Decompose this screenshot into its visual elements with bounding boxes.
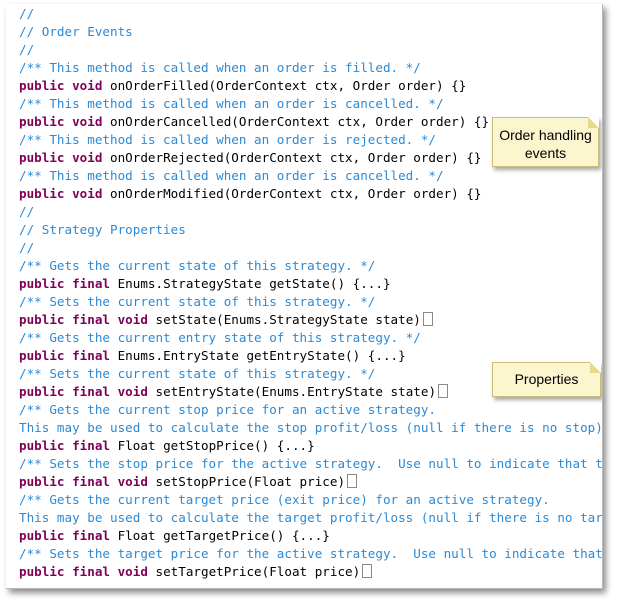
comment-text: /** This method is called when an order … bbox=[19, 132, 437, 147]
order-events-callout: Order handling events bbox=[492, 117, 599, 167]
comment-line[interactable]: /** This method is called when an order … bbox=[19, 59, 602, 77]
keyword-text: public final void bbox=[19, 384, 148, 399]
comment-line[interactable]: // bbox=[19, 5, 602, 23]
code-listing: // // Order Events // /** This method is ca… bbox=[19, 5, 603, 581]
comment-line[interactable]: /** This method is called when an order … bbox=[19, 131, 602, 149]
code-line[interactable]: public void onOrderCancelled(OrderContex… bbox=[19, 113, 602, 131]
keyword-text: public final bbox=[19, 528, 110, 543]
code-line[interactable]: public final void setState(Enums.Strateg… bbox=[19, 311, 602, 329]
code-text: Float getStopPrice() {...} bbox=[110, 438, 315, 453]
keyword-text: public final bbox=[19, 348, 110, 363]
comment-line[interactable]: /** Sets the stop price for the active s… bbox=[19, 455, 603, 473]
callout-fold-corner bbox=[588, 117, 599, 128]
keyword-text: public void bbox=[19, 114, 103, 129]
comment-text: // Strategy Properties bbox=[19, 222, 186, 237]
comment-line[interactable]: /** Gets the current state of this strat… bbox=[19, 257, 602, 275]
comment-line[interactable]: // bbox=[19, 203, 602, 221]
code-line[interactable]: public final Enums.EntryState getEntrySt… bbox=[19, 347, 602, 365]
comment-text: /** This method is called when an order … bbox=[19, 96, 444, 111]
comment-line[interactable]: // Order Events bbox=[19, 23, 602, 41]
comment-text: // bbox=[19, 240, 35, 255]
collapsed-block-icon[interactable] bbox=[422, 312, 433, 326]
comment-line[interactable]: /** Gets the current entry state of this… bbox=[19, 329, 602, 347]
comment-text: /** This method is called when an order … bbox=[19, 60, 421, 75]
comment-line[interactable]: This may be used to calculate the target… bbox=[19, 509, 603, 527]
code-line[interactable]: public final void setStopPrice(Float pri… bbox=[19, 473, 602, 491]
comment-text: /** Sets the current state of this strat… bbox=[19, 294, 376, 309]
keyword-text: public final bbox=[19, 438, 110, 453]
comment-line[interactable]: // Strategy Properties bbox=[19, 221, 602, 239]
collapsed-block-icon[interactable] bbox=[362, 564, 373, 578]
code-line[interactable]: public final Float getTargetPrice() {...… bbox=[19, 527, 602, 545]
comment-line[interactable]: This may be used to calculate the stop p… bbox=[19, 419, 603, 437]
code-line[interactable]: public void onOrderModified(OrderContext… bbox=[19, 185, 602, 203]
comment-line[interactable]: /** This method is called when an order … bbox=[19, 95, 602, 113]
comment-line[interactable]: /** Gets the current target price (exit … bbox=[19, 491, 602, 509]
code-text: onOrderModified(OrderContext ctx, Order … bbox=[102, 186, 482, 201]
keyword-text: public void bbox=[19, 186, 103, 201]
keyword-text: public final void bbox=[19, 474, 148, 489]
collapsed-block-icon[interactable] bbox=[347, 474, 358, 488]
comment-text: /** Sets the current state of this strat… bbox=[19, 366, 376, 381]
code-line[interactable]: public void onOrderRejected(OrderContext… bbox=[19, 149, 602, 167]
comment-text: // bbox=[19, 42, 35, 57]
code-text: setState(Enums.StrategyState state) bbox=[147, 312, 421, 327]
callout-text-line2: events bbox=[524, 145, 567, 161]
comment-text: /** Sets the stop price for the active s… bbox=[19, 456, 603, 471]
code-line[interactable]: public void onOrderFilled(OrderContext c… bbox=[19, 77, 602, 95]
code-text: Float getTargetPrice() {...} bbox=[110, 528, 330, 543]
code-line[interactable]: public final Float getStopPrice() {...} bbox=[19, 437, 602, 455]
callout-fold-corner bbox=[590, 362, 601, 373]
comment-text: This may be used to calculate the target… bbox=[19, 510, 603, 525]
callout-text-line1: Order handling bbox=[499, 127, 592, 143]
comment-text: // bbox=[19, 204, 35, 219]
comment-line[interactable]: /** Sets the current state of this strat… bbox=[19, 365, 602, 383]
code-text: setStopPrice(Float price) bbox=[147, 474, 346, 489]
comment-line[interactable]: /** This method is called when an order … bbox=[19, 167, 602, 185]
code-line[interactable]: public final void setEntryState(Enums.En… bbox=[19, 383, 602, 401]
comment-line[interactable]: /** Gets the current stop price for an a… bbox=[19, 401, 602, 419]
comment-text: // Order Events bbox=[19, 24, 133, 39]
code-text: onOrderCancelled(OrderContext ctx, Order… bbox=[102, 114, 490, 129]
comment-line[interactable]: // bbox=[19, 41, 602, 59]
comment-line[interactable]: /** Sets the current state of this strat… bbox=[19, 293, 602, 311]
code-editor-panel: // // Order Events // /** This method is ca… bbox=[6, 4, 603, 589]
comment-text: /** Gets the current target price (exit … bbox=[19, 492, 550, 507]
comment-line[interactable]: // bbox=[19, 239, 602, 257]
comment-text: /** Sets the target price for the active… bbox=[19, 546, 603, 561]
code-text: Enums.EntryState getEntryState() {...} bbox=[110, 348, 406, 363]
code-line[interactable]: public final void setTargetPrice(Float p… bbox=[19, 563, 602, 581]
code-line[interactable]: public final Enums.StrategyState getStat… bbox=[19, 275, 602, 293]
keyword-text: public void bbox=[19, 150, 103, 165]
code-text: setEntryState(Enums.EntryState state) bbox=[147, 384, 437, 399]
comment-text: /** Gets the current entry state of this… bbox=[19, 330, 421, 345]
code-text: Enums.StrategyState getState() {...} bbox=[110, 276, 391, 291]
code-text: onOrderRejected(OrderContext ctx, Order … bbox=[102, 150, 482, 165]
collapsed-block-icon[interactable] bbox=[438, 384, 449, 398]
code-text: setTargetPrice(Float price) bbox=[147, 564, 361, 579]
comment-line[interactable]: /** Sets the target price for the active… bbox=[19, 545, 603, 563]
comment-text: /** Gets the current stop price for an a… bbox=[19, 402, 437, 417]
callout-text: Properties bbox=[514, 371, 579, 387]
keyword-text: public final void bbox=[19, 312, 148, 327]
keyword-text: public void bbox=[19, 78, 103, 93]
keyword-text: public final void bbox=[19, 564, 148, 579]
comment-text: // bbox=[19, 6, 35, 21]
comment-text: /** This method is called when an order … bbox=[19, 168, 444, 183]
properties-callout: Properties bbox=[492, 362, 601, 397]
comment-text: /** Gets the current state of this strat… bbox=[19, 258, 376, 273]
keyword-text: public final bbox=[19, 276, 110, 291]
comment-text: This may be used to calculate the stop p… bbox=[19, 420, 603, 435]
code-text: onOrderFilled(OrderContext ctx, Order or… bbox=[102, 78, 467, 93]
